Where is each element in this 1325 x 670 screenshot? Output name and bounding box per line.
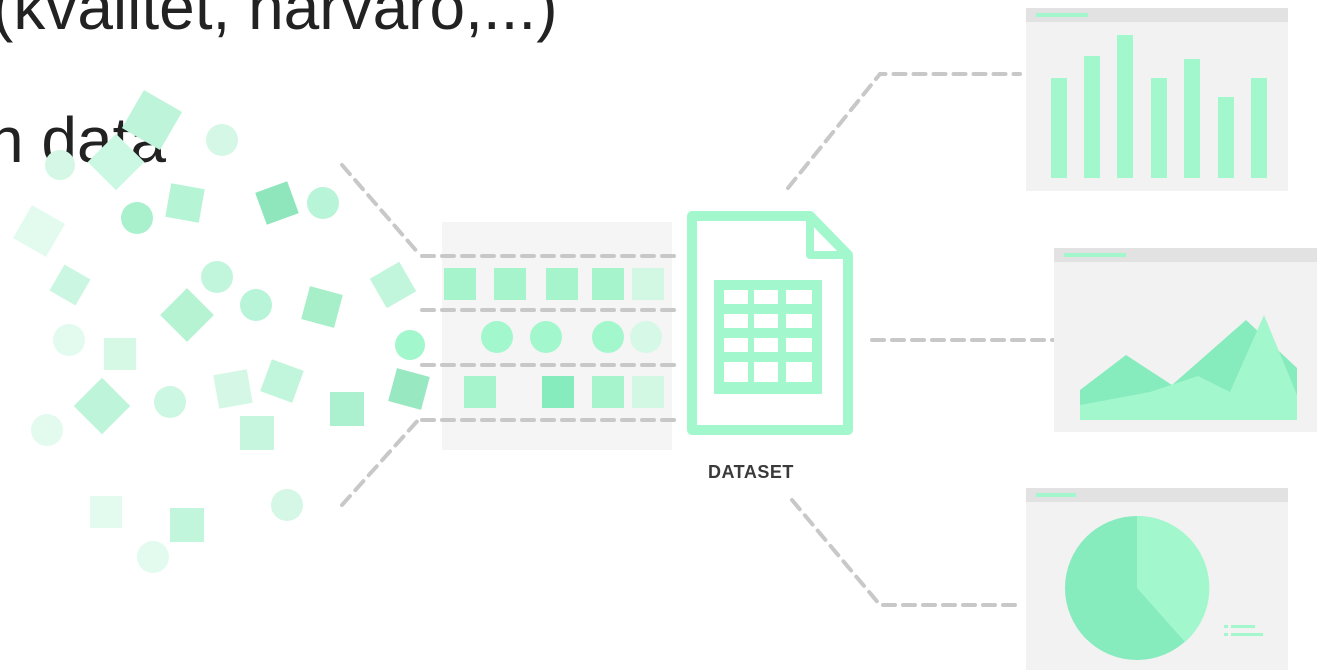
scattered-data-shapes bbox=[13, 89, 430, 573]
area-chart-panel bbox=[1054, 248, 1317, 432]
dataset-label: DATASET bbox=[708, 462, 794, 482]
bar-chart-panel bbox=[1026, 8, 1288, 191]
bar-chart-icon bbox=[1051, 35, 1267, 178]
table-row-items bbox=[444, 268, 664, 408]
dataset-document-icon bbox=[687, 211, 853, 435]
area-chart-icon bbox=[1080, 315, 1297, 420]
pie-chart-panel bbox=[1026, 488, 1288, 670]
pie-chart-icon bbox=[1065, 515, 1210, 660]
slide-text-line-1: (kvalitet, härvaro,...) bbox=[0, 0, 558, 43]
legend-lines-icon bbox=[1224, 625, 1263, 636]
dashed-connectors bbox=[340, 72, 1057, 607]
